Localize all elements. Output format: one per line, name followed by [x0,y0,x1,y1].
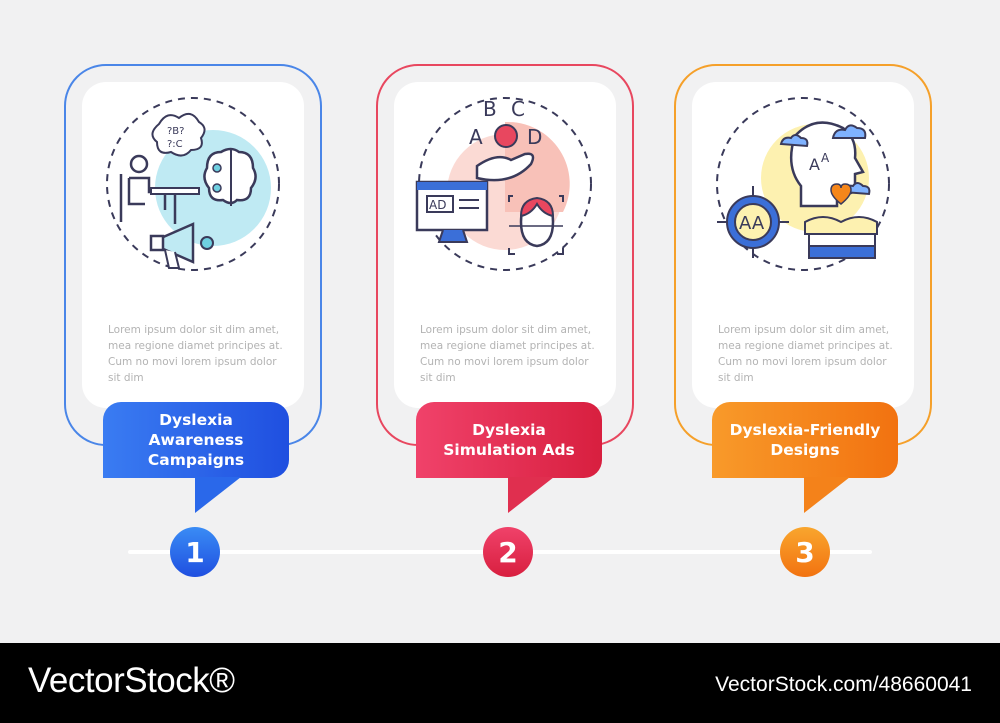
footer-image-id: VectorStock.com/48660041 [715,673,972,696]
step-number-1: 1 [170,527,220,577]
step-card-3: A A AA Lorem ipsum dolor sit dim [674,64,932,446]
dyslexia-awareness-icon: ?B? ?:C [101,92,285,276]
step-card-inner: B C A D AD Lorem ipsum dol [394,82,616,408]
svg-text:AA: AA [739,213,765,234]
svg-text:AD: AD [429,198,446,212]
step-card-2: B C A D AD Lorem ipsum dol [376,64,634,446]
step-title-2: Dyslexia Simulation Ads [416,402,602,478]
step-card-inner: A A AA Lorem ipsum dolor sit dim [692,82,914,408]
footer-bar: VectorStock® VectorStock.com/48660041 [0,643,1000,723]
step-title-text: Dyslexia Simulation Ads [443,421,575,459]
friendly-designs-icon: A A AA [711,92,895,276]
step-number-2: 2 [483,527,533,577]
label-tail [195,477,241,513]
svg-text:D: D [527,125,542,149]
svg-text:C: C [511,97,525,121]
step-body-text: Lorem ipsum dolor sit dim amet, mea regi… [718,324,893,384]
step-title-1: Dyslexia Awareness Campaigns [103,402,289,478]
label-tail [804,477,850,513]
label-tail [508,477,554,513]
footer-brand-logo: VectorStock® [28,661,235,700]
simulation-ads-icon: B C A D AD [413,92,597,276]
svg-text:?B?: ?B? [167,126,184,137]
step-title-text: Dyslexia-Friendly Designs [729,421,881,459]
svg-text:B: B [483,97,497,121]
step-card-1: ?B? ?:C Lorem ipsum dolor sit dim amet, … [64,64,322,446]
svg-text:A: A [469,125,483,149]
svg-text:A: A [809,155,820,174]
step-body-text: Lorem ipsum dolor sit dim amet, mea regi… [108,324,283,384]
svg-text:A: A [821,151,830,165]
step-card-inner: ?B? ?:C Lorem ipsum dolor sit dim amet, … [82,82,304,408]
step-title-3: Dyslexia-Friendly Designs [712,402,898,478]
svg-text:?:C: ?:C [167,139,183,150]
step-body-text: Lorem ipsum dolor sit dim amet, mea regi… [420,324,595,384]
step-title-text: Dyslexia Awareness Campaigns [147,411,245,469]
step-number-3: 3 [780,527,830,577]
